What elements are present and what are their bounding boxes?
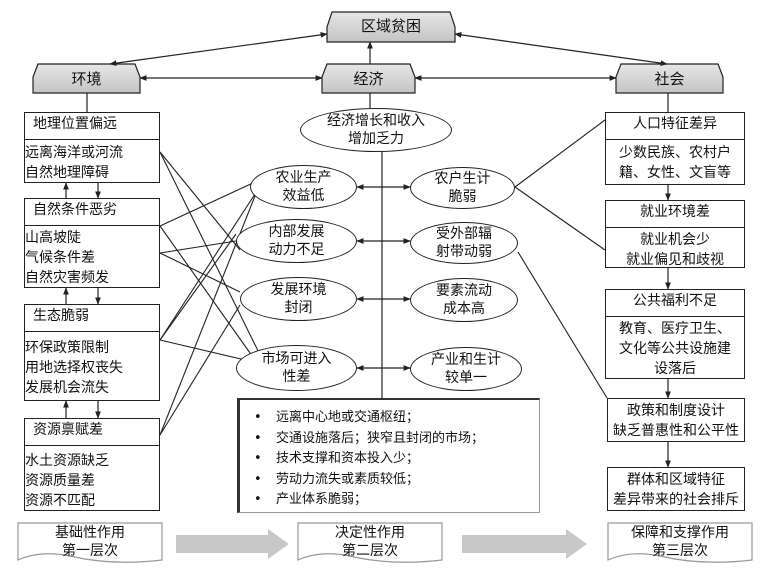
oval-line: 效益低: [282, 188, 325, 204]
env-box-title: 自然条件恶劣: [25, 199, 159, 226]
env-box-resources: 资源禀赋差 水土资源缺乏 资源质量差 资源不匹配: [24, 418, 160, 511]
oval-line: 内部发展: [268, 224, 325, 240]
pillar-society-label: 社会: [654, 70, 685, 88]
econ-oval-internal-momentum: 内部发展 动力不足: [236, 219, 357, 263]
env-box-natural-conditions: 自然条件恶劣 山高坡陡 气候条件差 自然灾害频发: [24, 198, 160, 288]
econ-oval-livelihood: 农户生计 脆弱: [410, 167, 515, 209]
soc-box-item: 政策和制度设计: [627, 403, 725, 419]
level-tier: 第三层次: [652, 543, 708, 559]
oval-line: 受外部辐: [436, 226, 492, 242]
soc-box-item: 缺乏普惠性和公平性: [613, 423, 739, 439]
oval-line: 动力不足: [268, 242, 325, 258]
oval-line: 性差: [282, 369, 311, 385]
economy-central-oval: 经济增长和收入 增加乏力: [300, 108, 452, 152]
flow-arrow-1: [176, 529, 289, 559]
env-box-item: 资源质量差: [25, 473, 95, 489]
soc-box-exclusion: 群体和区域特征 差异带来的社会排斥: [607, 467, 745, 511]
soc-box-title: 人口特征差异: [606, 113, 744, 140]
level-1-label: 基础性作用 第一层次: [18, 524, 162, 560]
oval-line: 农户生计: [434, 171, 491, 187]
econ-oval-factor-flow: 要素流动 成本高: [410, 278, 518, 322]
level-2-label: 决定性作用 第二层次: [298, 524, 442, 560]
oval-line: 经济增长和收入: [327, 113, 425, 129]
env-box-item: 发展机会流失: [25, 380, 109, 396]
oval-line: 市场可进入: [261, 351, 332, 367]
level-shapes: [17, 522, 753, 563]
soc-box-title: 公共福利不足: [606, 290, 744, 317]
environment-arrows: [63, 182, 101, 419]
soc-box-item: 差异带来的社会排斥: [613, 492, 739, 508]
pillar-environment-label: 环境: [71, 70, 102, 88]
env-box-item: 自然灾害频发: [25, 270, 109, 286]
env-box-item: 山高坡陡: [25, 230, 81, 246]
env-box-item: 远离海洋或河流: [25, 145, 123, 161]
oval-line: 发展环境: [270, 282, 327, 298]
soc-box-policy: 政策和制度设计 缺乏普惠性和公平性: [607, 398, 745, 442]
economy-bullet-list: 远离中心地或交通枢纽； 交通设施落后；狭窄且封闭的市场； 技术支撑和资本投入少；…: [237, 398, 540, 513]
econ-oval-external-radiation: 受外部辐 射带动弱: [410, 222, 518, 264]
soc-box-item: 设落后: [654, 361, 696, 377]
oval-line: 封闭: [284, 300, 313, 316]
oval-line: 较单一: [445, 370, 487, 386]
soc-box-welfare: 公共福利不足 教育、医疗卫生、 文化等公共设施建 设落后: [605, 289, 745, 379]
econ-oval-market-access: 市场可进入 性差: [236, 345, 357, 391]
oval-line: 脆弱: [448, 189, 477, 205]
pillar-economy-label: 经济: [353, 70, 384, 88]
level-role: 保障和支撑作用: [631, 525, 729, 541]
econ-oval-agri-efficiency: 农业生产 效益低: [250, 165, 357, 209]
env-box-item: 气候条件差: [25, 250, 95, 266]
soc-box-item: 就业机会少: [640, 232, 710, 248]
level-3-label: 保障和支撑作用 第三层次: [608, 524, 752, 560]
env-box-geography: 地理位置偏远 远离海洋或河流 自然地理障碍: [24, 112, 160, 183]
bullet-item: 产业体系脆弱；: [254, 490, 539, 511]
env-box-item: 资源不匹配: [25, 493, 95, 509]
env-box-title: 生态脆弱: [25, 305, 159, 332]
oval-line: 射带动弱: [436, 244, 492, 260]
level-tier: 第一层次: [62, 543, 118, 559]
soc-box-item: 少数民族、农村户: [619, 145, 731, 161]
soc-box-title: 就业环境差: [606, 201, 744, 228]
society-links: [514, 119, 608, 399]
bullet-item: 劳动力流失或素质较低；: [254, 470, 539, 491]
econ-oval-single-industry: 产业和生计 较单一: [410, 347, 522, 391]
soc-box-employment: 就业环境差 就业机会少 就业偏见和歧视: [605, 200, 745, 268]
soc-box-item: 就业偏见和歧视: [626, 252, 724, 268]
env-box-item: 用地选择权丧失: [25, 360, 123, 376]
soc-box-item: 群体和区域特征: [627, 472, 725, 488]
oval-line: 要素流动: [436, 283, 492, 299]
env-box-title: 资源禀赋差: [25, 419, 159, 446]
bullet-item: 交通设施落后；狭窄且封闭的市场；: [254, 429, 539, 450]
soc-box-item: 教育、医疗卫生、: [619, 321, 731, 337]
bullet-item: 技术支撑和资本投入少；: [254, 449, 539, 470]
oval-line: 增加乏力: [348, 131, 404, 147]
oval-line: 成本高: [443, 301, 485, 317]
env-box-item: 环保政策限制: [25, 340, 109, 356]
oval-connectors: [356, 184, 411, 371]
env-box-title: 地理位置偏远: [25, 113, 159, 140]
soc-box-item: 文化等公共设施建: [619, 341, 731, 357]
pillar-arrows: [86, 32, 669, 112]
oval-line: 农业生产: [275, 170, 332, 186]
env-box-item: 水土资源缺乏: [25, 453, 109, 469]
econ-oval-closed-environment: 发展环境 封闭: [240, 277, 357, 321]
env-box-item: 自然地理障碍: [25, 165, 109, 181]
level-role: 决定性作用: [335, 525, 405, 541]
top-node-label: 区域贫困: [360, 17, 421, 35]
flow-arrow-2: [462, 529, 587, 559]
env-box-ecology: 生态脆弱 环保政策限制 用地选择权丧失 发展机会流失: [24, 304, 160, 401]
level-role: 基础性作用: [55, 525, 125, 541]
bullet-item: 远离中心地或交通枢纽；: [254, 408, 539, 429]
soc-box-item: 籍、女性、文盲等: [619, 165, 731, 181]
soc-box-population: 人口特征差异 少数民族、农村户 籍、女性、文盲等: [605, 112, 745, 185]
oval-line: 产业和生计: [431, 352, 501, 368]
level-tier: 第二层次: [342, 543, 398, 559]
